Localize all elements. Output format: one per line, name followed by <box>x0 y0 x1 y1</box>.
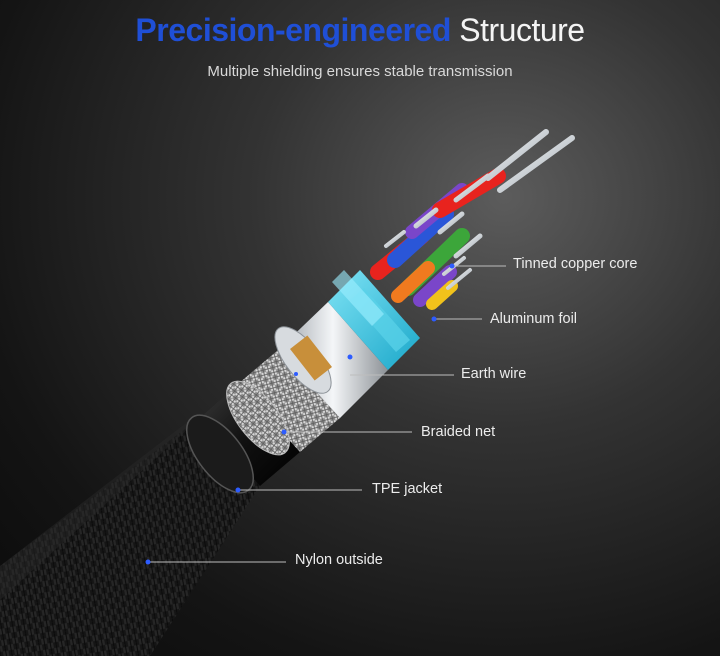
headline-rest: Structure <box>459 12 585 48</box>
foil-section <box>274 302 388 418</box>
callout-earth-wire: Earth wire <box>461 366 527 382</box>
cyan-shielded-pairs <box>328 270 420 370</box>
headline: Precision-engineered Structure <box>0 12 720 49</box>
callout-tpe-jacket: TPE jacket <box>372 481 443 497</box>
callout-nylon-outside: Nylon outside <box>295 552 383 568</box>
callout-braided-net: Braided net <box>421 424 496 440</box>
leader-dots <box>145 263 455 565</box>
copper-strands <box>384 129 575 290</box>
subtitle: Multiple shielding ensures stable transm… <box>207 63 513 80</box>
leader-lines <box>148 265 506 563</box>
callout-aluminum-foil: Aluminum foil <box>490 311 578 327</box>
callout-tinned-copper-core: Tinned copper core <box>513 256 638 272</box>
headline-accent: Precision-engineered <box>135 12 451 48</box>
nylon-sleeve <box>0 418 260 656</box>
braided-net-section <box>226 350 340 456</box>
